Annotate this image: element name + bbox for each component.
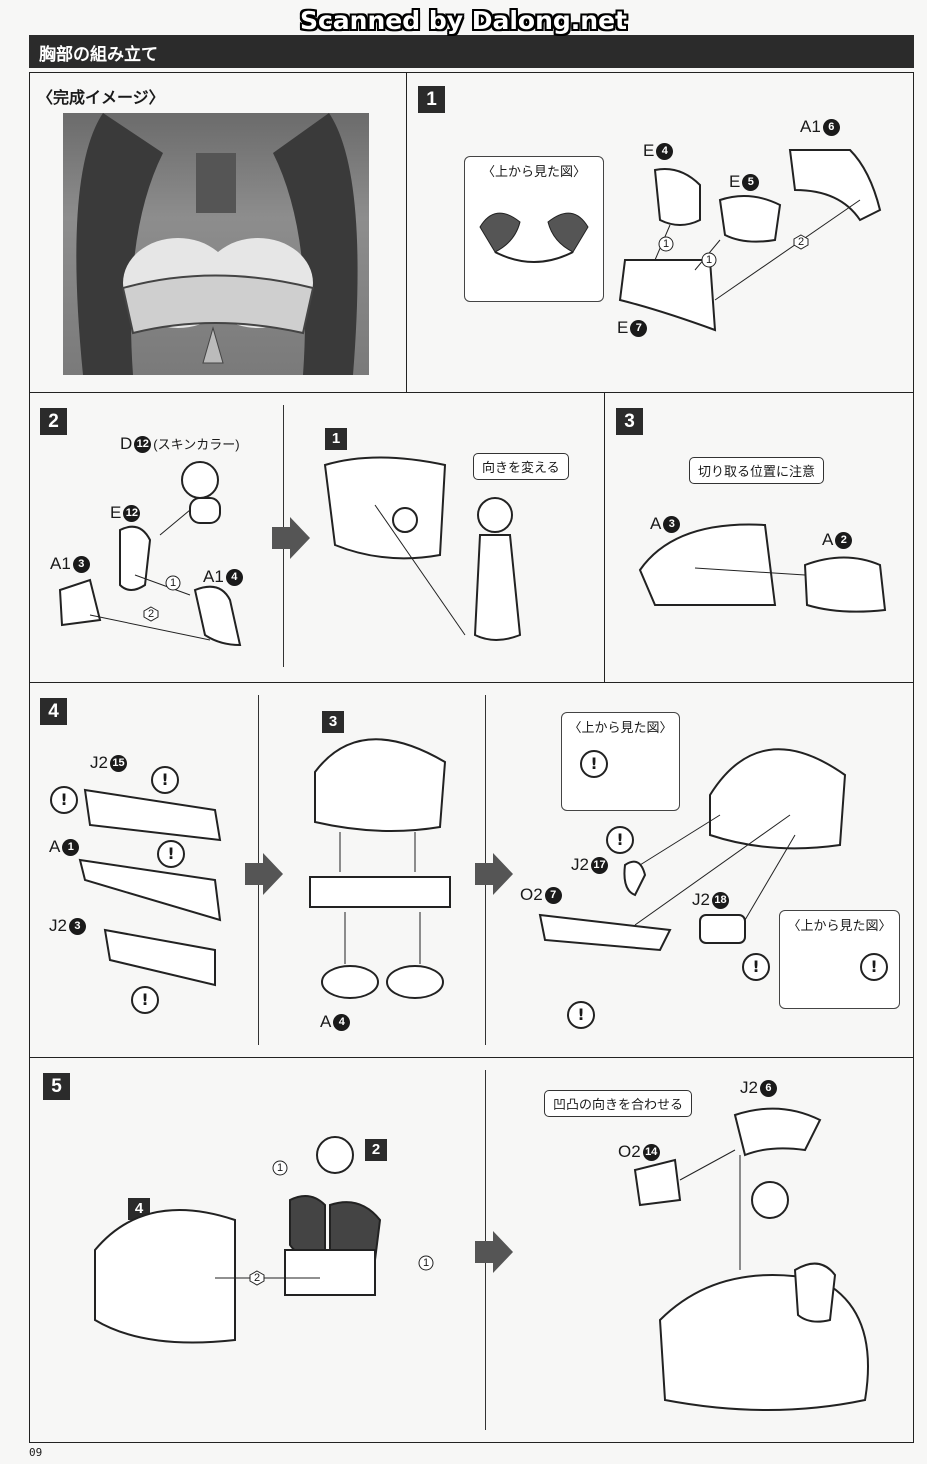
order-mark: 2 bbox=[249, 1270, 265, 1286]
order-mark: 1 bbox=[658, 236, 674, 252]
step-4-badge: 4 bbox=[40, 698, 67, 725]
step-5-final-drawing bbox=[633, 1107, 869, 1411]
order-mark: 2 bbox=[143, 606, 159, 622]
order-mark: 2 bbox=[793, 234, 809, 250]
top-view-callout-1: 〈上から見た図〉 bbox=[464, 156, 604, 302]
watermark: Scanned by Dalong.net bbox=[299, 6, 627, 35]
cut-position-callout: 切り取る位置に注意 bbox=[689, 457, 825, 484]
flow-arrow bbox=[475, 1231, 513, 1273]
flow-arrow bbox=[475, 853, 513, 895]
order-mark: 1 bbox=[272, 1160, 288, 1176]
step-1-parts-drawing bbox=[618, 149, 882, 332]
caution-mark: ! bbox=[131, 986, 159, 1014]
step-4-final-drawing bbox=[538, 748, 847, 952]
caution-mark: ! bbox=[567, 1001, 595, 1029]
change-direction-callout: 向きを変える bbox=[473, 453, 569, 480]
order-mark: 1 bbox=[701, 252, 717, 268]
substep-2-badge: 2 bbox=[365, 1139, 387, 1161]
step-4-assembly-drawing bbox=[309, 738, 451, 999]
caution-mark: ! bbox=[860, 953, 888, 981]
step-3-parts-drawing bbox=[638, 523, 887, 613]
top-view-label: 〈上から見た図〉 bbox=[481, 165, 586, 180]
step-5-panel bbox=[29, 1057, 914, 1443]
section-header: 胸部の組み立て bbox=[29, 35, 914, 68]
step-2-assembly-drawing bbox=[323, 456, 522, 641]
step-5-badge: 5 bbox=[43, 1073, 70, 1100]
caution-mark: ! bbox=[606, 826, 634, 854]
step-2-parts-drawing bbox=[58, 461, 242, 647]
order-mark: 1 bbox=[418, 1255, 434, 1271]
completion-label: 〈完成イメージ〉 bbox=[37, 90, 165, 107]
flow-arrow bbox=[272, 517, 310, 559]
caution-mark: ! bbox=[151, 766, 179, 794]
step-5-assembly-drawing bbox=[94, 1136, 382, 1344]
completion-image bbox=[63, 113, 369, 375]
caution-mark: ! bbox=[742, 953, 770, 981]
caution-mark: ! bbox=[157, 840, 185, 868]
caution-mark: ! bbox=[580, 750, 608, 778]
flow-arrow bbox=[245, 853, 283, 895]
step-2-badge: 2 bbox=[40, 408, 67, 435]
step-3-badge: 3 bbox=[616, 408, 643, 435]
caution-mark: ! bbox=[50, 786, 78, 814]
order-mark: 1 bbox=[165, 575, 181, 591]
align-bumps-callout: 凹凸の向きを合わせる bbox=[544, 1090, 693, 1117]
page-number: 09 bbox=[29, 1446, 43, 1459]
step-1-badge: 1 bbox=[418, 86, 445, 113]
step-4-parts-drawing bbox=[78, 788, 222, 987]
substep-3-badge: 3 bbox=[322, 711, 344, 733]
substep-1-badge: 1 bbox=[325, 428, 347, 450]
section-title: 胸部の組み立て bbox=[39, 45, 158, 65]
